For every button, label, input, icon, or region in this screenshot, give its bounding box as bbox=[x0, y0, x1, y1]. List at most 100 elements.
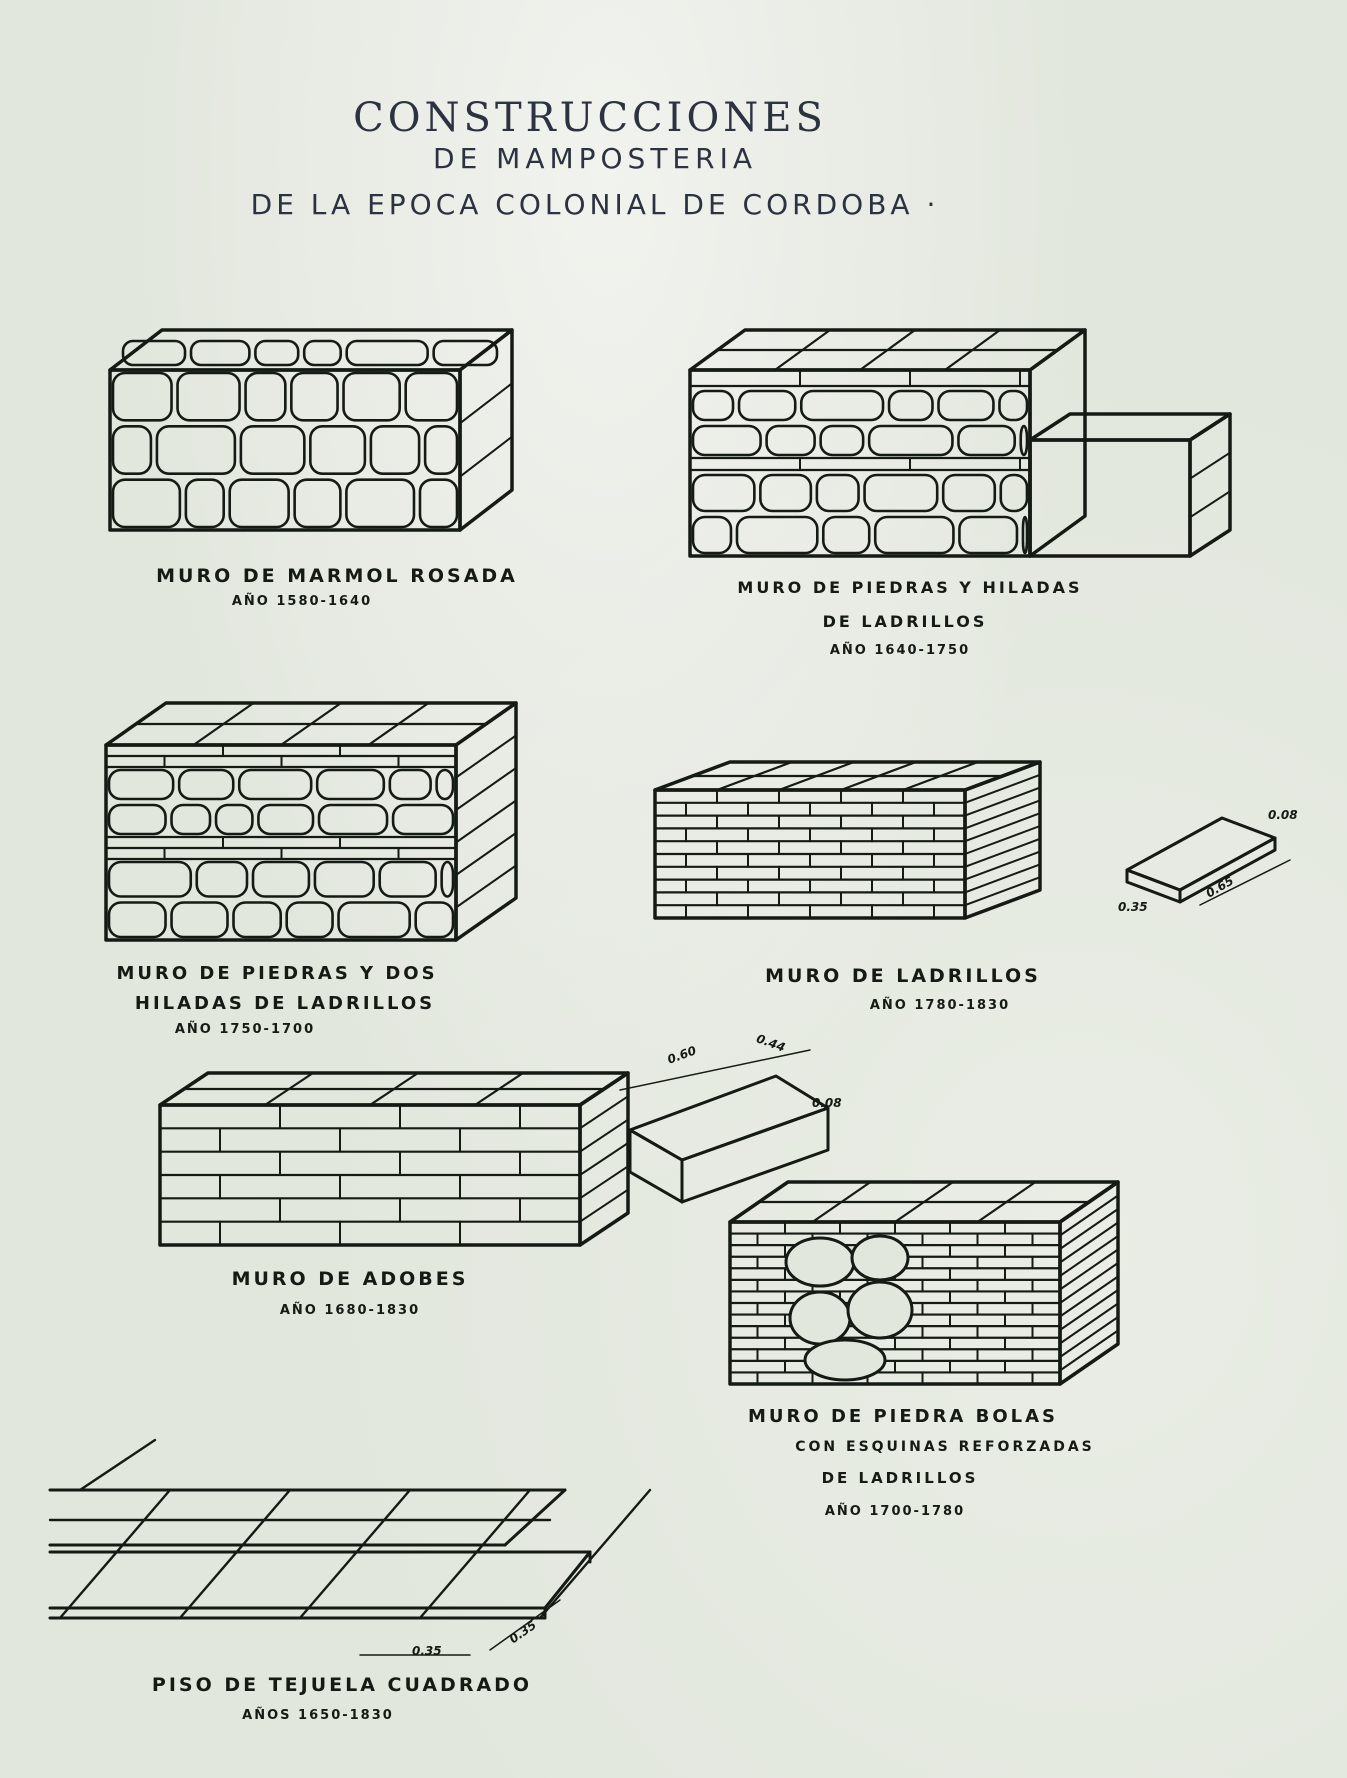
tile-joint bbox=[78, 1438, 157, 1492]
marble-stone bbox=[155, 425, 237, 475]
year-piedras-dos-hiladas: Año 1750-1700 bbox=[174, 1022, 316, 1037]
brick-side-icon bbox=[1178, 836, 1277, 904]
stone bbox=[414, 901, 455, 939]
stone bbox=[317, 803, 389, 836]
caption-piedra-bolas-3: de Ladrillos bbox=[821, 1469, 979, 1487]
stone bbox=[691, 389, 735, 422]
dimension-line bbox=[1199, 859, 1291, 906]
side-course bbox=[964, 786, 1041, 817]
stone bbox=[107, 803, 167, 836]
stone bbox=[957, 424, 1017, 457]
round-boulder bbox=[846, 1280, 914, 1340]
tile-edge bbox=[503, 1488, 567, 1547]
stone bbox=[440, 860, 455, 898]
stone bbox=[691, 424, 762, 457]
adobe-side-icon bbox=[680, 1106, 830, 1204]
wall-piedra-bolas bbox=[728, 1180, 1120, 1386]
marble-stone bbox=[111, 425, 153, 475]
stone bbox=[107, 768, 175, 801]
marble-stone bbox=[111, 371, 173, 422]
tile-joint bbox=[418, 1488, 532, 1620]
stone bbox=[107, 860, 193, 898]
top-face bbox=[1028, 412, 1232, 442]
dimension-line bbox=[619, 1049, 811, 1091]
caption-piedras-hiladas-1: Muro de Piedras y Hiladas bbox=[737, 578, 1083, 597]
stone bbox=[257, 803, 315, 836]
side-course bbox=[579, 1188, 629, 1223]
side-course bbox=[1189, 490, 1231, 519]
marble-stone bbox=[404, 371, 459, 422]
caption-adobes: Muro de Adobes bbox=[231, 1268, 469, 1290]
caption-piedras-dos-hiladas-2: Hiladas de Ladrillos bbox=[134, 993, 436, 1014]
stone bbox=[170, 803, 212, 836]
stone bbox=[735, 515, 819, 555]
stone bbox=[315, 768, 386, 801]
marble-stone bbox=[345, 478, 416, 529]
side-course bbox=[964, 876, 1041, 907]
side-course bbox=[964, 825, 1041, 855]
tile-edge bbox=[543, 1550, 592, 1610]
stone bbox=[958, 515, 1019, 555]
year-marmol-rosada: Año 1580-1640 bbox=[231, 594, 373, 609]
side-course bbox=[964, 850, 1041, 881]
stone bbox=[1021, 515, 1029, 555]
marble-top-stone bbox=[189, 339, 251, 367]
side-course bbox=[964, 773, 1041, 804]
caption-piedras-hiladas-2: de Ladrillos bbox=[822, 612, 988, 631]
stone bbox=[873, 515, 955, 555]
stone bbox=[378, 860, 437, 898]
tile-joint bbox=[538, 1488, 652, 1620]
side-course bbox=[1059, 1329, 1119, 1372]
stone bbox=[691, 473, 756, 513]
wall-piedras-dos-hiladas bbox=[104, 701, 518, 942]
caption-tejuela: Piso de Tejuela Cuadrado bbox=[151, 1674, 533, 1696]
tile-joint bbox=[298, 1488, 412, 1620]
side-course bbox=[455, 734, 517, 779]
stone bbox=[251, 860, 311, 898]
side-face bbox=[458, 328, 514, 532]
year-piedra-bolas: Año 1700-1780 bbox=[824, 1504, 966, 1519]
side-course bbox=[459, 382, 513, 425]
marble-stone bbox=[293, 478, 342, 529]
marble-stone bbox=[111, 478, 182, 529]
year-adobes: Año 1680-1830 bbox=[279, 1303, 421, 1318]
wall-ladrillos bbox=[653, 760, 1042, 920]
caption-marmol-rosada: Muro de Marmol Rosada bbox=[156, 565, 518, 587]
side-face bbox=[1188, 412, 1232, 558]
marble-stone bbox=[244, 371, 287, 422]
wall-adobes bbox=[158, 1071, 630, 1247]
side-course bbox=[459, 435, 513, 478]
marble-stone bbox=[184, 478, 226, 529]
marble-stone bbox=[369, 425, 421, 475]
side-course bbox=[579, 1142, 629, 1176]
round-boulder bbox=[803, 1338, 887, 1382]
dim-adobe-height: 0.08 bbox=[812, 1096, 842, 1110]
stone bbox=[177, 768, 235, 801]
round-boulder bbox=[788, 1290, 852, 1346]
stone bbox=[998, 389, 1029, 422]
side-course bbox=[579, 1118, 629, 1153]
brick-front-icon bbox=[1125, 868, 1182, 904]
side-course bbox=[455, 832, 517, 876]
tile-joint bbox=[178, 1488, 292, 1620]
side-course bbox=[1059, 1262, 1119, 1304]
dim-brick-width: 0.35 bbox=[1118, 900, 1148, 914]
side-course bbox=[1059, 1194, 1119, 1237]
tile-joint bbox=[58, 1488, 172, 1620]
side-course bbox=[964, 837, 1041, 868]
side-course bbox=[579, 1165, 629, 1200]
side-course bbox=[1059, 1235, 1119, 1277]
side-course bbox=[455, 767, 517, 811]
stone bbox=[1019, 424, 1029, 457]
stone bbox=[391, 803, 455, 836]
stone bbox=[863, 473, 939, 513]
marble-top-stone bbox=[345, 339, 429, 367]
stone bbox=[819, 424, 865, 457]
round-boulder bbox=[784, 1236, 856, 1288]
caption-piedra-bolas-1: Muro de Piedra Bolas bbox=[747, 1406, 1059, 1427]
year-piedras-hiladas: Año 1640-1750 bbox=[829, 643, 971, 658]
side-course bbox=[1059, 1208, 1119, 1250]
stone bbox=[107, 901, 167, 939]
